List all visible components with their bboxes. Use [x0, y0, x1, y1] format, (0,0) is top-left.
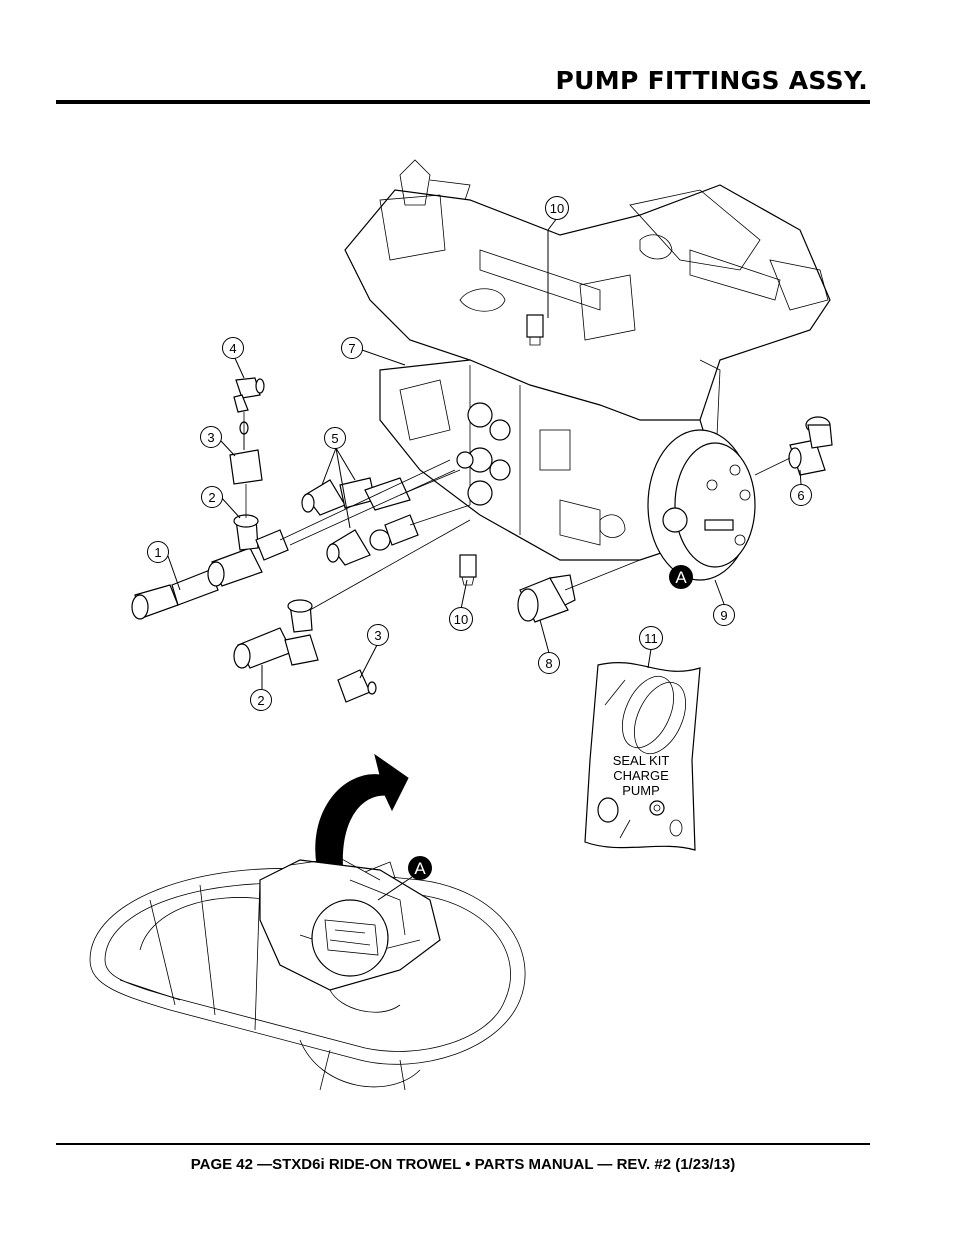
callout-2-upper: 2 — [201, 486, 223, 508]
callout-2-upper-label: 2 — [208, 490, 215, 505]
frame-assembly — [344, 159, 831, 501]
callout-3-upper-label: 3 — [207, 430, 214, 445]
charge-pump — [647, 429, 756, 581]
callout-5: 5 — [324, 427, 346, 449]
callout-2-lower-label: 2 — [257, 693, 264, 708]
elbow-fitting-4 — [233, 377, 265, 413]
fitting-8 — [517, 574, 576, 623]
callout-10-upper: 10 — [545, 196, 569, 220]
callout-9: 9 — [713, 604, 735, 626]
page-title: PUMP FITTINGS ASSY. — [555, 66, 868, 95]
fittings-5 — [301, 477, 419, 566]
tee-fitting-lower — [233, 599, 319, 669]
callout-5-label: 5 — [331, 431, 338, 446]
tee-fitting-upper — [207, 514, 289, 587]
seal-kit-bag — [584, 661, 701, 851]
seal-kit-label-line-1: SEAL KIT — [613, 753, 670, 768]
callout-10-lower-label: 10 — [454, 612, 468, 627]
detail-arrow — [315, 753, 409, 891]
trowel-overview — [89, 857, 526, 1091]
detail-marker-a-overview: A — [377, 856, 432, 901]
callout-3-lower-label: 3 — [374, 628, 381, 643]
seal-kit-label-line-3: PUMP — [622, 783, 660, 798]
footer-rule — [56, 1143, 870, 1145]
detail-marker-a-overview-label: A — [414, 859, 426, 878]
assembly-lines — [243, 412, 791, 611]
detail-marker-a-main-label: A — [675, 568, 687, 587]
callout-9-label: 9 — [720, 608, 727, 623]
callout-4: 4 — [222, 337, 244, 359]
elbow-fitting-6 — [788, 416, 833, 476]
callout-10-lower: 10 — [449, 607, 473, 631]
seal-kit-label-line-2: CHARGE — [613, 768, 669, 783]
callout-7: 7 — [341, 337, 363, 359]
reducer-upper — [229, 421, 263, 485]
callout-2-lower: 2 — [250, 689, 272, 711]
callout-4-label: 4 — [229, 341, 236, 356]
callout-7-label: 7 — [348, 341, 355, 356]
callout-6-label: 6 — [797, 488, 804, 503]
page-footer: PAGE 42 —STXD6i RIDE-ON TROWEL • PARTS M… — [190, 1156, 736, 1173]
callout-1: 1 — [147, 541, 169, 563]
callout-1-label: 1 — [154, 545, 161, 560]
callout-11-label: 11 — [644, 631, 658, 646]
plug-10-upper — [526, 314, 544, 346]
plug-10-lower — [459, 554, 477, 586]
fitting-1 — [131, 569, 219, 620]
callout-3-upper: 3 — [200, 426, 222, 448]
reducer-lower — [337, 669, 377, 703]
callout-8-label: 8 — [545, 656, 552, 671]
callout-11: 11 — [639, 626, 663, 650]
leader-lines — [167, 217, 802, 689]
callout-6: 6 — [790, 484, 812, 506]
detail-marker-a-main: A — [669, 565, 693, 589]
callout-3-lower: 3 — [367, 624, 389, 646]
callout-8: 8 — [538, 652, 560, 674]
header-rule — [56, 100, 870, 104]
callout-10-upper-label: 10 — [550, 201, 564, 216]
